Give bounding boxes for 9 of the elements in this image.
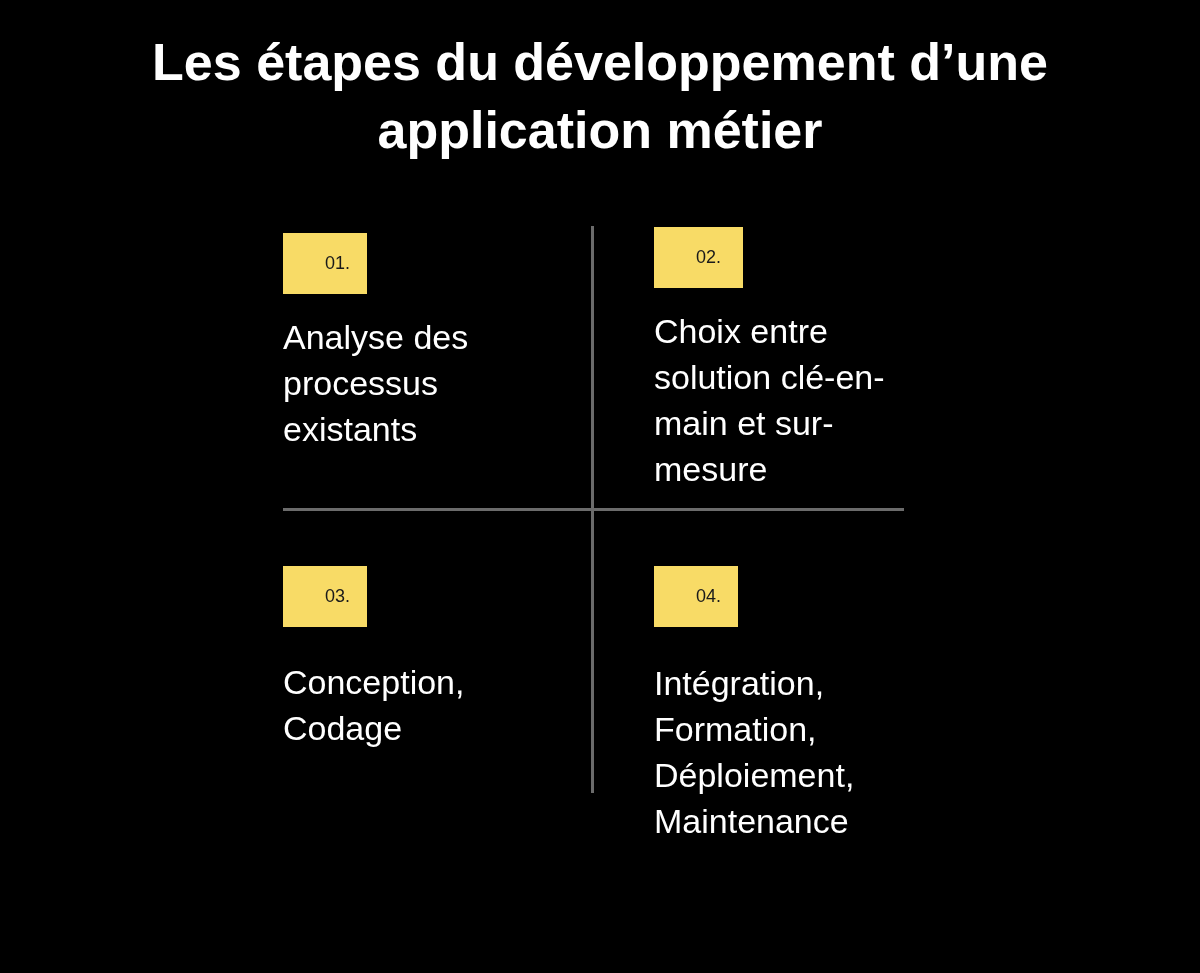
step-description: Intégration, Formation, Déploiement, Maintenance <box>654 663 856 842</box>
step-number-badge: 04. <box>654 566 738 627</box>
step-description: Analyse des processus existants <box>283 317 470 450</box>
step-number-badge: 01. <box>283 233 367 294</box>
title: Les étapes du développement d’une application métier <box>151 32 1049 161</box>
step-number-badge: 03. <box>283 566 367 627</box>
step-description: Conception, Codage <box>283 662 466 749</box>
step-number-badge: 02. <box>654 227 743 288</box>
step-description: Choix entre solution clé-en-main et sur-mesure <box>654 311 886 490</box>
